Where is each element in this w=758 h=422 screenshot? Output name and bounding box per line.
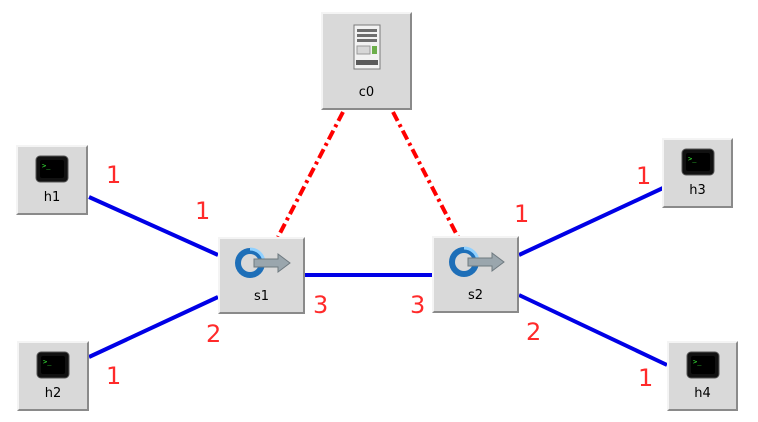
port-label-s2-h3: 1 <box>514 200 530 228</box>
control-link-c0-s1[interactable] <box>276 111 345 238</box>
port-label-h1: 1 <box>106 161 122 189</box>
host-h4[interactable]: >_ h4 <box>667 341 738 411</box>
controller-server-icon <box>353 24 380 70</box>
port-label-h4: 1 <box>638 364 654 392</box>
link-s2-h4[interactable] <box>518 293 668 367</box>
node-label-c0: c0 <box>358 85 375 100</box>
node-label-s2: s2 <box>467 288 484 303</box>
node-label-h1: h1 <box>43 190 61 205</box>
link-h1-s1[interactable] <box>88 195 219 257</box>
switch-s2[interactable]: s2 <box>432 236 519 313</box>
svg-text:>_: >_ <box>693 358 702 366</box>
link-h2-s1[interactable] <box>88 295 219 359</box>
port-label-s1-h2: 2 <box>206 320 222 348</box>
host-terminal-icon: >_ <box>686 351 719 379</box>
svg-text:>_: >_ <box>688 155 697 163</box>
svg-text:>_: >_ <box>43 358 52 366</box>
link-s2-h3[interactable] <box>518 186 664 257</box>
openflow-switch-icon <box>448 246 505 277</box>
port-label-s1-s2: 3 <box>313 291 329 319</box>
port-label-h2: 1 <box>106 362 122 390</box>
port-label-s2-s1: 3 <box>410 291 426 319</box>
node-label-h2: h2 <box>44 386 62 401</box>
port-label-s2-h4: 2 <box>526 318 542 346</box>
host-h3[interactable]: >_ h3 <box>662 138 733 208</box>
openflow-switch-icon <box>234 247 291 278</box>
node-label-h3: h3 <box>689 183 706 198</box>
node-label-s1: s1 <box>253 289 270 304</box>
host-terminal-icon: >_ <box>35 155 69 183</box>
host-h2[interactable]: >_ h2 <box>17 341 89 411</box>
node-label-h4: h4 <box>694 386 711 401</box>
switch-s1[interactable]: s1 <box>218 237 305 314</box>
svg-text:>_: >_ <box>42 162 51 170</box>
host-h1[interactable]: >_ h1 <box>16 145 88 215</box>
controller-c0[interactable]: c0 <box>321 12 412 110</box>
port-label-s1-h1: 1 <box>195 197 211 225</box>
port-label-h3: 1 <box>636 162 652 190</box>
host-terminal-icon: >_ <box>681 148 714 176</box>
control-link-c0-s2[interactable] <box>391 111 460 238</box>
host-terminal-icon: >_ <box>36 351 70 379</box>
